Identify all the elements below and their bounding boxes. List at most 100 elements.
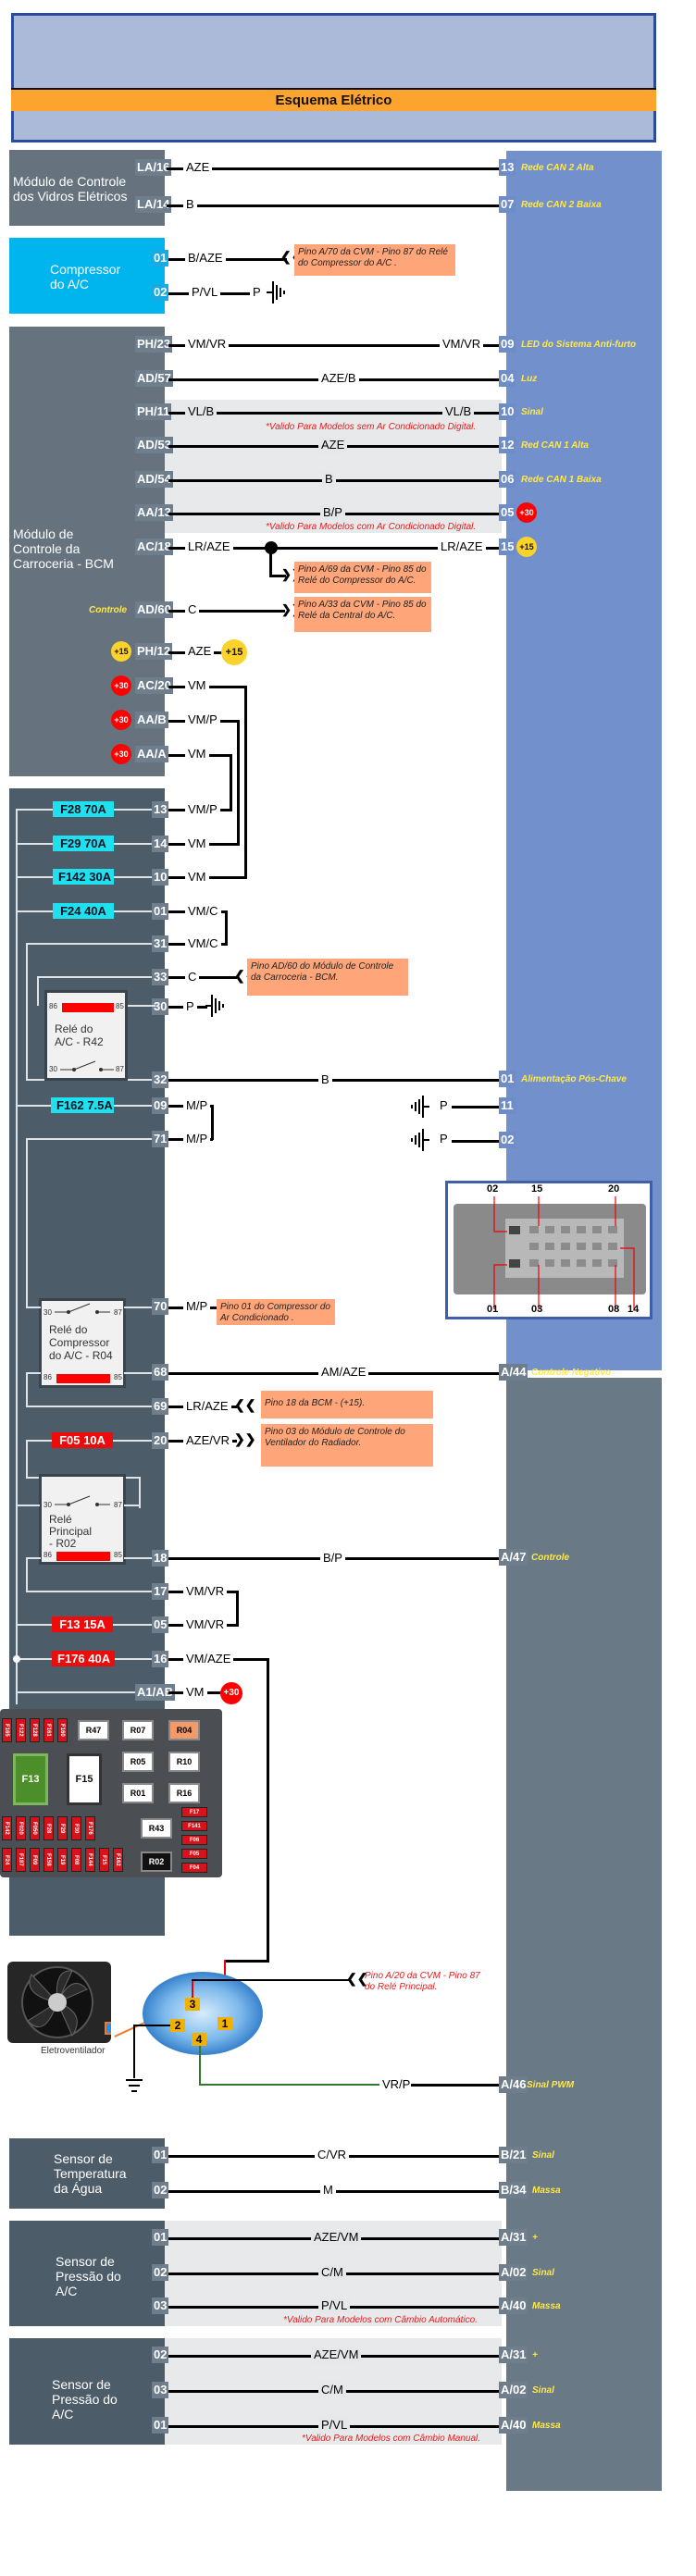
connector-pin-1: 1 [218,2017,232,2030]
module-name: A/C [52,2407,74,2421]
pin-description: + [532,2233,538,2243]
wire [168,1079,500,1082]
module-name: Carroceria - BCM [13,556,114,571]
connector-arrow-icon: ❯❯ [234,1431,256,1446]
relay-r47: R47 [78,1720,109,1740]
bcm-pin: AC/20 [135,677,173,694]
relay-r02: R02 [141,1852,172,1872]
fuse-f142: F142 30A [53,869,114,885]
module-name: Pressão do [56,2269,121,2284]
ecu-pin: A/31 [499,2347,528,2363]
cvm-pin: 70 [152,1298,169,1315]
cvm-pin: 13 [152,801,169,818]
pressure-sensor-auto-box: Sensor de Pressão do A/C [9,2221,165,2326]
cvm-pin: 32 [152,1071,169,1088]
variant-note: *Valido Para Modelos com Câmbio Manual. [302,2434,481,2444]
fuse-f15-block: F15 [67,1753,102,1805]
internal-wire [26,1079,44,1081]
bcm-pin: AD/54 [135,471,173,488]
cluster-pin: 15 [499,539,516,555]
wire-color-label: M/P [183,1132,211,1146]
wire [237,720,240,845]
module-name: Módulo de Controle [13,174,127,189]
relay-terminal: 85 [114,1551,122,1559]
internal-wire [26,1557,28,1591]
pin-description: Controle Negativo [531,1368,612,1378]
cvm-pin: 69 [152,1398,169,1415]
module-name: Módulo de [13,526,74,541]
ground-icon [407,1094,429,1124]
wire-color-label: VM/VR [183,1617,228,1632]
wire-color-label: VM [185,870,209,885]
connector-pin-label: 01 [487,1304,499,1315]
sensor-pin: 01 [152,2229,169,2246]
cvm-pin: 71 [152,1131,169,1147]
relay-switch-icon [60,1060,114,1071]
variant-note: *Valido Para Modelos sem Ar Condicionado… [266,422,477,432]
relay-r04: R04 [168,1720,200,1740]
reference-note: Pino A/20 da CVM - Pino 87 do Relé Princ… [365,1971,480,1992]
cluster-pin: 09 [499,336,516,353]
wire [133,2025,135,2078]
bcm-pin: AA/B [135,712,168,728]
cvm-pin: 10 [152,869,169,886]
wire-color-label: B/AZE [185,251,226,266]
fuse-f04: F04 [181,1863,207,1873]
module-name: Sensor de [56,2254,115,2269]
pin-description: Massa [532,2301,561,2311]
sensor-pin: 02 [152,2182,169,2198]
relay-name: Relé [49,1513,72,1526]
sensor-pin: 01 [152,2417,169,2434]
reference-note: Pino A/69 da CVM - Pino 85 do Relé do Co… [294,562,431,593]
sensor-pin: 02 [152,2264,169,2281]
wire-color-label: C/M [318,2265,346,2280]
wire-color-label: AZE/VM [311,2347,362,2362]
cvm-pin: 01 [152,903,169,920]
wire [199,2046,201,2085]
connector-pin-label: 02 [487,1183,499,1195]
wire-color-label: AZE/B [318,371,359,386]
relay-r16: R16 [168,1783,200,1803]
wire [269,575,286,577]
wire-color-label: AZE/VR [183,1433,232,1448]
reference-note: Pino 18 da BCM - (+15). [261,1391,433,1418]
cvm-pin: 68 [152,1364,169,1381]
wire-color-label: LR/AZE [438,539,486,554]
bcm-pin: AD/53 [135,437,173,453]
relay-name: Relé do [55,1022,93,1035]
reference-note: Pino 03 do Módulo de Controle do Ventila… [261,1424,433,1467]
cvm-internal-bus [16,809,18,1704]
connector-pin-label: 03 [531,1304,543,1315]
fuse-f28: F28 [44,1816,54,1840]
wire-color-label: M/P [183,1299,211,1314]
wire-color-label: VM/P [185,802,220,817]
wire-color-label: C/VR [315,2148,350,2162]
internal-wire [128,1005,155,1007]
wire [224,1960,269,1963]
connector-body [454,1204,646,1294]
fuse-f13: F13 15A [52,1616,113,1632]
wire-color-label: P [437,1098,451,1113]
plus30-badge: +30 [111,744,131,764]
reference-note: Pino A/70 da CVM - Pino 87 do Relé do Co… [294,244,455,276]
wire-color-label: LR/AZE [183,1399,231,1414]
ground-icon [267,279,289,310]
wire-color-label: VM/VR [185,337,230,352]
internal-wire [124,1372,155,1374]
fuse-f08: F08 [71,1848,81,1872]
relay-terminal: 86 [44,1373,52,1381]
wire [167,167,500,170]
relay-terminal: 87 [116,1065,124,1073]
connector-face [505,1219,624,1278]
fuse-f24: F24 40A [53,903,114,919]
wire-color-label: VM [185,678,209,693]
connector-pin-label: 14 [628,1304,640,1315]
relay-r10: R10 [168,1752,200,1772]
ecu-pin: A/40 [499,2297,528,2314]
cvm-pin: 09 [152,1097,169,1114]
wire-color-label: P [437,1132,451,1146]
internal-wire [16,1691,136,1693]
internal-wire [26,1406,155,1407]
pin-description: Rede CAN 2 Alta [521,163,594,173]
wire-color-label: VM [185,836,209,851]
